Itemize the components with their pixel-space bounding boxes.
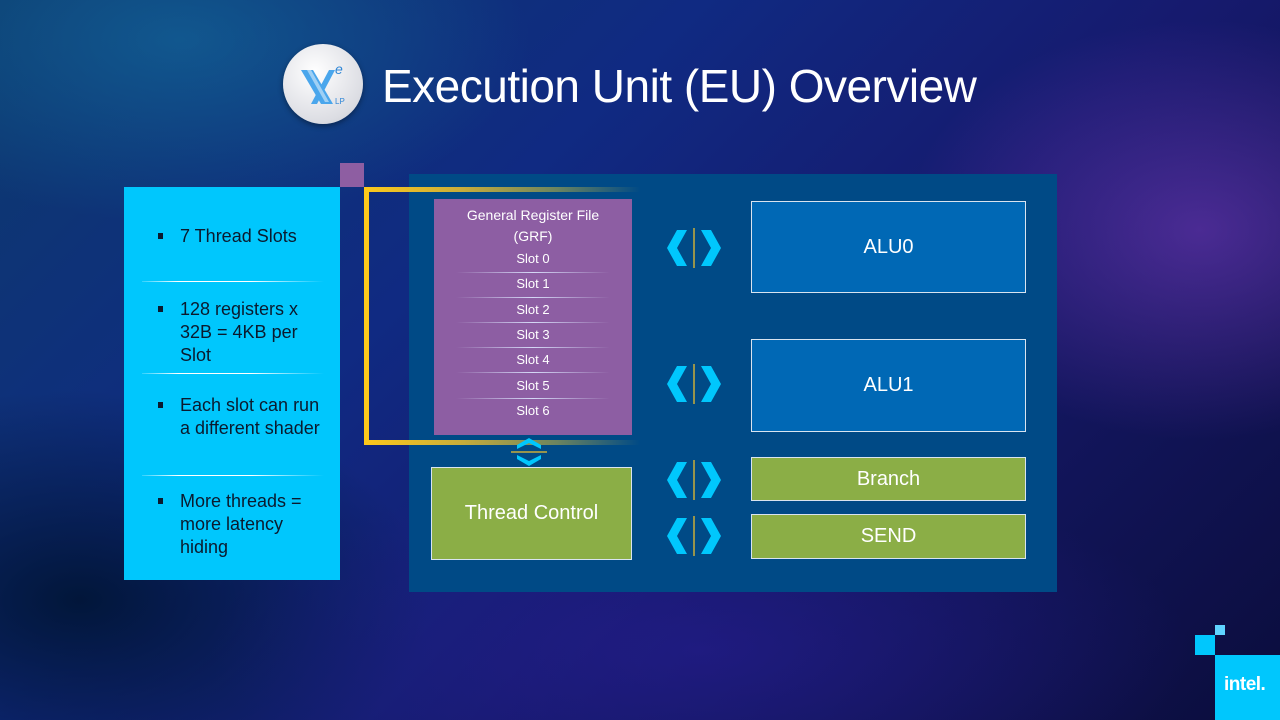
send-block: SEND: [751, 514, 1026, 559]
intel-logo-text: intel.: [1224, 674, 1266, 695]
grf-title-line2: (GRF): [513, 228, 553, 244]
slot-divider: [456, 347, 610, 348]
branch-block: Branch: [751, 457, 1026, 501]
bullet-divider: [142, 475, 324, 476]
grf-slot: Slot 1: [516, 276, 550, 291]
slot-divider: [456, 322, 610, 323]
grf-title-line1: General Register File: [466, 207, 600, 223]
xe-lp-logo-icon: e LP: [301, 61, 345, 106]
alu1-block: ALU1: [751, 339, 1026, 432]
grf-title: General Register File (GRF): [434, 205, 632, 247]
grf-slot: Slot 5: [516, 378, 550, 393]
bracket-line-bottom: [364, 440, 640, 445]
bullet-divider: [142, 373, 324, 374]
bullet-divider: [142, 281, 324, 282]
slide-title: Execution Unit (EU) Overview: [382, 60, 977, 112]
bidirectional-arrow-icon: [667, 228, 721, 268]
slot-divider: [456, 398, 610, 399]
bidirectional-arrow-icon: [667, 460, 721, 500]
bullet-icon: [158, 233, 163, 239]
decorative-square: [340, 163, 364, 187]
bullet-text: More threads = more latency hiding: [180, 491, 302, 557]
alu0-block: ALU0: [751, 201, 1026, 293]
logo-superscript: e: [335, 61, 343, 77]
grf-slot: Slot 3: [516, 327, 550, 342]
bracket-line-top: [364, 187, 640, 192]
bullet-text: Each slot can run a different shader: [180, 395, 320, 438]
info-panel: 7 Thread Slots 128 registers x 32B = 4KB…: [124, 187, 340, 580]
grf-block: General Register File (GRF) Slot 0 Slot …: [434, 199, 632, 435]
brand-decorative-square: [1215, 625, 1225, 635]
slot-divider: [456, 297, 610, 298]
bracket-line-left: [364, 187, 369, 445]
slot-divider: [456, 272, 610, 273]
thread-control-block: Thread Control: [431, 467, 632, 560]
bullet-text: 128 registers x 32B = 4KB per Slot: [180, 299, 299, 365]
bidirectional-arrow-icon: [667, 364, 721, 404]
bullet-icon: [158, 306, 163, 312]
vertical-bidirectional-arrow-icon: [511, 438, 547, 466]
grf-slot: Slot 2: [516, 302, 550, 317]
grf-slot: Slot 0: [516, 251, 550, 266]
bidirectional-arrow-icon: [667, 516, 721, 556]
intel-logo: intel.: [1215, 655, 1280, 720]
grf-slot: Slot 6: [516, 403, 550, 418]
bullet-icon: [158, 498, 163, 504]
brand-decorative-square: [1195, 635, 1215, 655]
slot-divider: [456, 372, 610, 373]
logo-subscript: LP: [335, 97, 345, 106]
xe-lp-logo: e LP: [283, 44, 363, 124]
bullet-text: 7 Thread Slots: [180, 226, 297, 246]
grf-slot: Slot 4: [516, 352, 550, 367]
bullet-icon: [158, 402, 163, 408]
